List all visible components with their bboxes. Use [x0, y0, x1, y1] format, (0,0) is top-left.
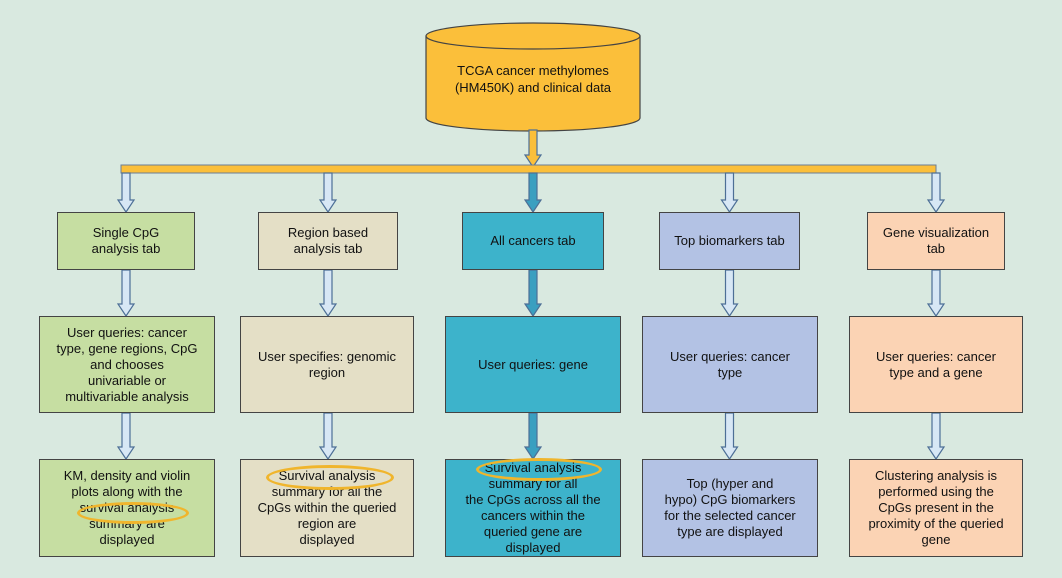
all-cancers-tab-box: All cancers tab [462, 212, 604, 270]
top-biomarkers-query-box: User queries: cancer type [642, 316, 818, 413]
all-cancers-result-box: Survival analysis summary for all the Cp… [445, 459, 621, 557]
region-based-tab-box: Region based analysis tab [258, 212, 398, 270]
single-cpg-query-arrow [116, 412, 136, 461]
single-cpg-tab-box: Single CpG analysis tab [57, 212, 195, 270]
top-biomarkers-tab-box: Top biomarkers tab [659, 212, 800, 270]
all-cancers-tab-arrow [523, 269, 543, 318]
top-biomarkers-query-arrow [720, 412, 739, 461]
gene-visualization-bus-arrow [926, 172, 946, 214]
top-biomarkers-tab-arrow [720, 269, 739, 318]
region-based-result-box: Survival analysis summary for all the Cp… [240, 459, 414, 557]
gene-visualization-tab-arrow [926, 269, 946, 318]
single-cpg-query-box: User queries: cancer type, gene regions,… [39, 316, 215, 413]
distribution-bus [120, 164, 937, 174]
single-cpg-bus-arrow [116, 172, 136, 214]
source-database-label: TCGA cancer methylomes (HM450K) and clin… [454, 63, 612, 95]
gene-visualization-query-arrow [926, 412, 946, 461]
single-cpg-result-box: KM, density and violin plots along with … [39, 459, 215, 557]
gene-visualization-result-box: Clustering analysis is performed using t… [849, 459, 1023, 557]
all-cancers-query-box: User queries: gene [445, 316, 621, 413]
single-cpg-tab-arrow [116, 269, 136, 318]
region-based-tab-arrow [318, 269, 338, 318]
region-based-query-arrow [318, 412, 338, 461]
all-cancers-bus-arrow [523, 172, 543, 214]
top-biomarkers-bus-arrow [720, 172, 739, 214]
all-cancers-query-arrow [523, 412, 543, 461]
database-cylinder-top [425, 22, 641, 50]
top-biomarkers-result-box: Top (hyper and hypo) CpG biomarkers for … [642, 459, 818, 557]
gene-visualization-query-box: User queries: cancer type and a gene [849, 316, 1023, 413]
gene-visualization-tab-box: Gene visualization tab [867, 212, 1005, 270]
database-down-arrow [523, 129, 543, 169]
region-based-bus-arrow [318, 172, 338, 214]
region-based-query-box: User specifies: genomic region [240, 316, 414, 413]
